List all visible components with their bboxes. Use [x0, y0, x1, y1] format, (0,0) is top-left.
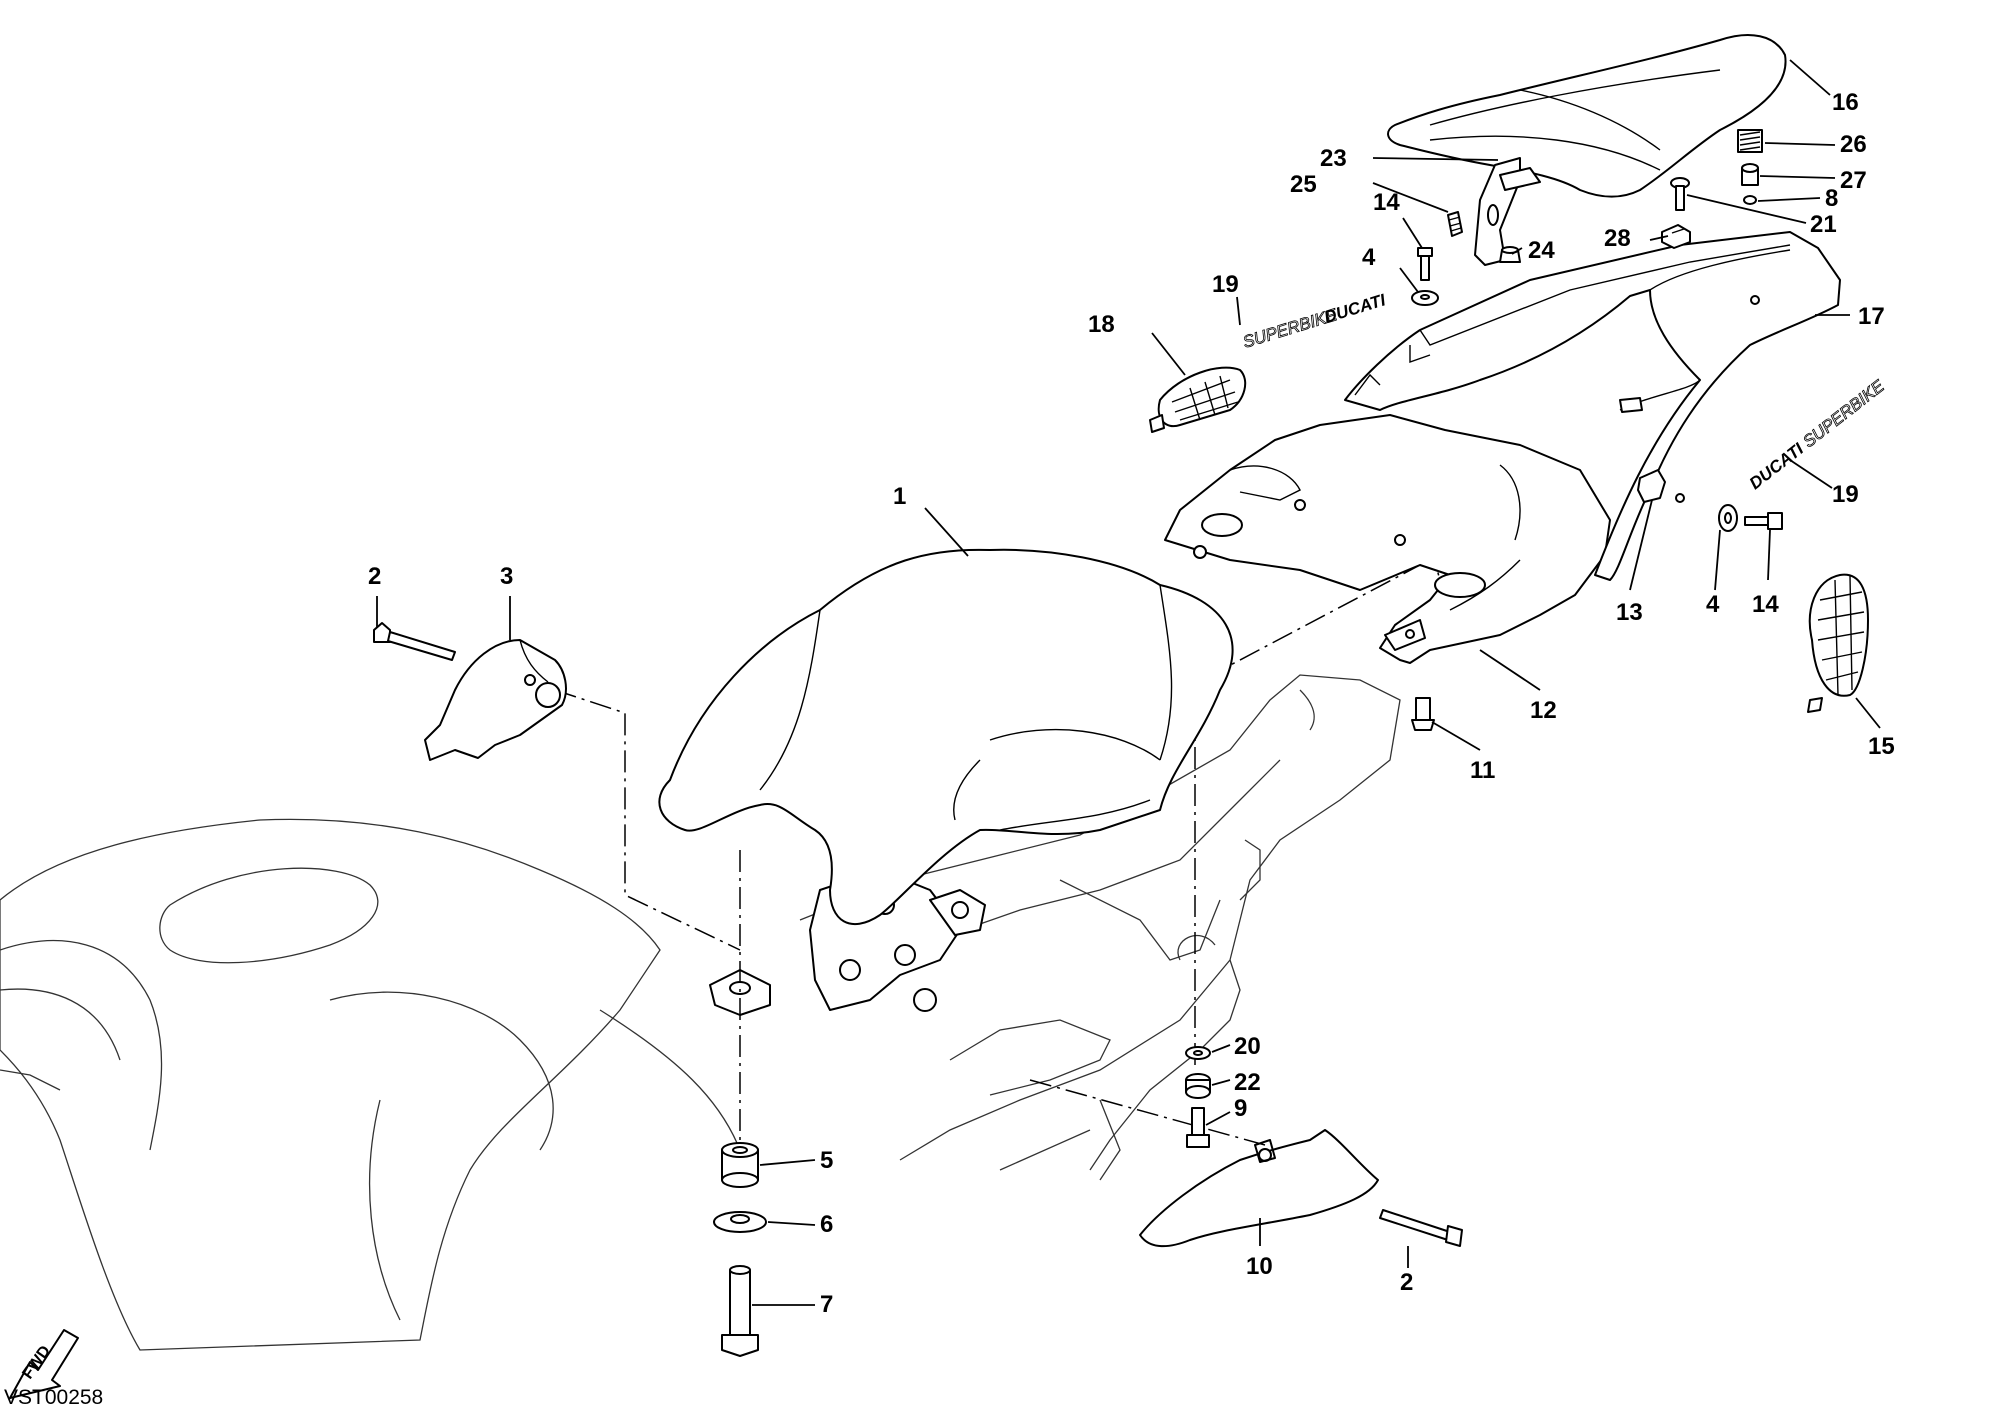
part-26-spring	[1737, 129, 1763, 153]
callout-9: 9	[1234, 1095, 1247, 1122]
callout-7: 7	[820, 1291, 833, 1318]
callout-24: 24	[1528, 237, 1555, 264]
callout-12: 12	[1530, 697, 1557, 724]
callout-14-right: 14	[1752, 591, 1779, 618]
part-3-front-bracket	[424, 639, 567, 761]
callout-19-right: 19	[1832, 481, 1859, 508]
fuel-tank-outline	[0, 818, 741, 1351]
callout-25: 25	[1290, 171, 1317, 198]
callout-4-right: 4	[1706, 591, 1720, 618]
callout-13: 13	[1616, 599, 1643, 626]
part-19-decal-right: DUCATI SUPERBIKE	[1746, 376, 1889, 494]
callout-28: 28	[1604, 225, 1631, 252]
callout-15: 15	[1868, 733, 1895, 760]
part-4-washer-right	[1718, 504, 1738, 532]
part-10-side-cover	[1139, 1129, 1379, 1248]
callout-23: 23	[1320, 145, 1347, 172]
part-8-nut	[1743, 195, 1757, 205]
callout-2-upper: 2	[368, 563, 381, 590]
callout-22: 22	[1234, 1069, 1261, 1096]
callout-14-upper: 14	[1373, 189, 1400, 216]
part-21-screw	[1670, 177, 1690, 211]
callout-27: 27	[1840, 167, 1867, 194]
part-5-rubber-grommet	[721, 1142, 759, 1188]
callout-10: 10	[1246, 1253, 1273, 1280]
part-6-washer	[713, 1211, 767, 1233]
callout-21: 21	[1810, 211, 1837, 238]
callout-11: 11	[1470, 757, 1495, 784]
part-14-screw-right	[1744, 512, 1783, 530]
part-17-tail-cover	[1344, 231, 1841, 581]
part-25-spring	[1447, 211, 1463, 237]
callout-20: 20	[1234, 1033, 1261, 1060]
callout-4-upper: 4	[1362, 244, 1376, 271]
callout-16: 16	[1832, 89, 1859, 116]
callout-3: 3	[500, 563, 513, 590]
part-16-passenger-seat	[1387, 34, 1787, 198]
part-1-rider-seat	[658, 548, 1234, 926]
part-7-shoulder-bolt	[721, 1265, 759, 1357]
callout-numbers: 1 2 3 4 4 5 6 7 8 9 10 11 12 13 14 14 15…	[368, 89, 1895, 1318]
callout-6: 6	[820, 1211, 833, 1238]
part-4-washer-upper	[1411, 290, 1439, 306]
callout-5: 5	[820, 1147, 833, 1174]
part-12-tail-tray	[1164, 414, 1611, 664]
callout-8: 8	[1825, 185, 1838, 212]
part-27-bushing	[1741, 163, 1759, 186]
part-22-spacer	[1185, 1073, 1211, 1099]
part-2-bolt-lower	[1379, 1209, 1463, 1247]
part-2-bolt-upper	[373, 622, 456, 661]
callout-26: 26	[1840, 131, 1867, 158]
part-11-screw	[1411, 697, 1435, 731]
part-28-clip	[1661, 224, 1691, 249]
callout-19-left: 19	[1212, 271, 1239, 298]
drawing-code: VST00258	[4, 1386, 103, 1409]
callout-18: 18	[1088, 311, 1115, 338]
decal-model-text-right: SUPERBIKE	[1799, 376, 1888, 451]
part-9-screw	[1186, 1107, 1210, 1148]
part-19-decal-left: SUPERBIKE DUCATI	[1240, 290, 1389, 352]
part-15-reflector	[1807, 573, 1869, 713]
part-18-reflector	[1149, 366, 1247, 433]
part-20-washer	[1185, 1046, 1211, 1060]
part-24-nut	[1499, 246, 1521, 263]
part-14-screw-upper	[1417, 247, 1433, 281]
leader-lines	[376, 59, 1881, 1306]
callout-1: 1	[893, 483, 906, 510]
callout-2-lower: 2	[1400, 1269, 1413, 1296]
part-13-clip	[1637, 469, 1685, 503]
decal-brand-text-left: DUCATI	[1322, 290, 1389, 327]
callout-17: 17	[1858, 303, 1885, 330]
